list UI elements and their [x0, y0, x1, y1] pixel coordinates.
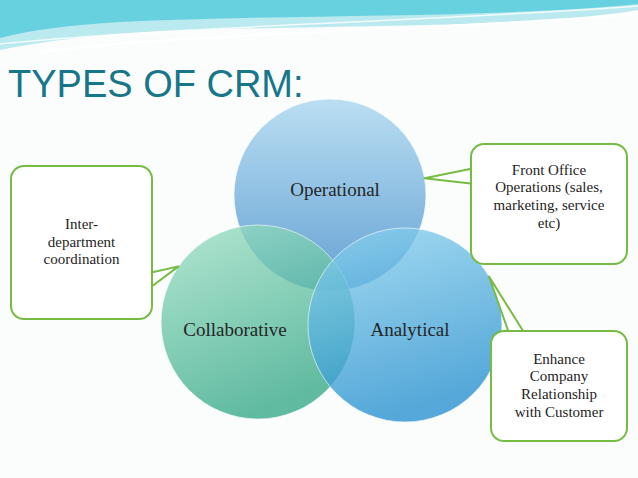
slide-title: TYPES OF CRM: — [8, 62, 304, 108]
callout-box: Inter- department coordination — [10, 165, 153, 320]
banner-line — [0, 6, 638, 44]
callout-pointer — [425, 168, 475, 184]
callout-box: Enhance Company Relationship with Custom… — [490, 330, 628, 442]
venn-circle-shape — [308, 228, 502, 422]
callout-text: Inter- department coordination — [34, 216, 130, 269]
banner-wave — [0, 0, 638, 50]
callout-box: Front Office Operations (sales, marketin… — [470, 143, 628, 265]
callout-text: Front Office Operations (sales, marketin… — [487, 162, 611, 233]
callout-text: Enhance Company Relationship with Custom… — [508, 351, 610, 422]
circle-label: Collaborative — [183, 319, 286, 341]
circle-label: Operational — [290, 179, 380, 201]
circle-label: Analytical — [370, 319, 449, 341]
